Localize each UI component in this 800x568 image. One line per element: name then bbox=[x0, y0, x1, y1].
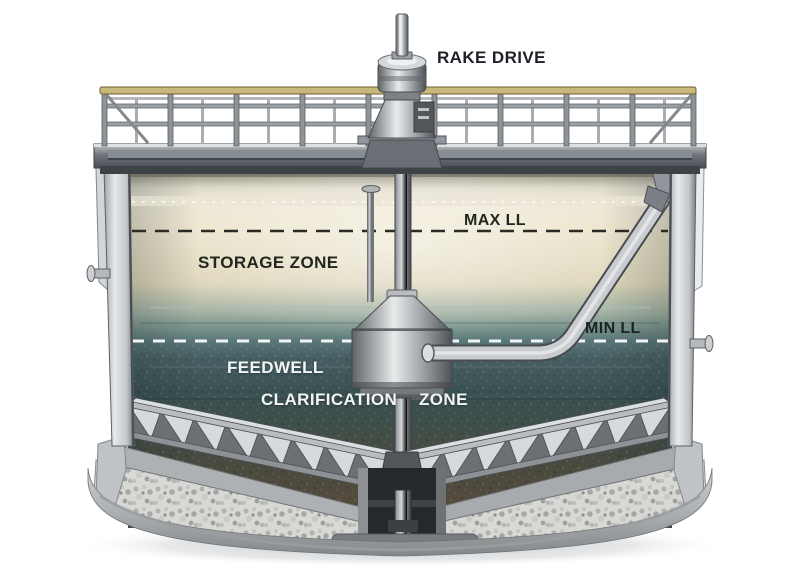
junction-box bbox=[413, 101, 435, 133]
wall-nozzle-left bbox=[86, 265, 111, 282]
label-min-ll: MIN LL bbox=[585, 320, 641, 337]
base-plinth bbox=[87, 467, 713, 557]
label-storage-zone: STORAGE ZONE bbox=[198, 253, 339, 272]
label-max-ll: MAX LL bbox=[464, 212, 526, 229]
label-zone: ZONE bbox=[419, 390, 468, 409]
concrete-base bbox=[87, 435, 713, 557]
label-clarification: CLARIFICATION bbox=[261, 390, 398, 409]
sample-rod bbox=[361, 185, 381, 302]
tank-wall-left bbox=[86, 167, 135, 447]
feed-pipe-outlet bbox=[421, 343, 435, 363]
drive-motor bbox=[377, 53, 427, 93]
label-feedwell: FEEDWELL bbox=[227, 358, 324, 377]
wall-nozzle-right bbox=[689, 335, 714, 352]
rake-arm-left bbox=[117, 397, 399, 490]
rake-drive-assembly bbox=[357, 13, 447, 169]
label-rake-drive: RAKE DRIVE bbox=[437, 48, 546, 67]
drive-shaft-top bbox=[395, 13, 409, 57]
tank-wall-right bbox=[667, 167, 714, 447]
center-shaft-upper bbox=[394, 167, 412, 301]
